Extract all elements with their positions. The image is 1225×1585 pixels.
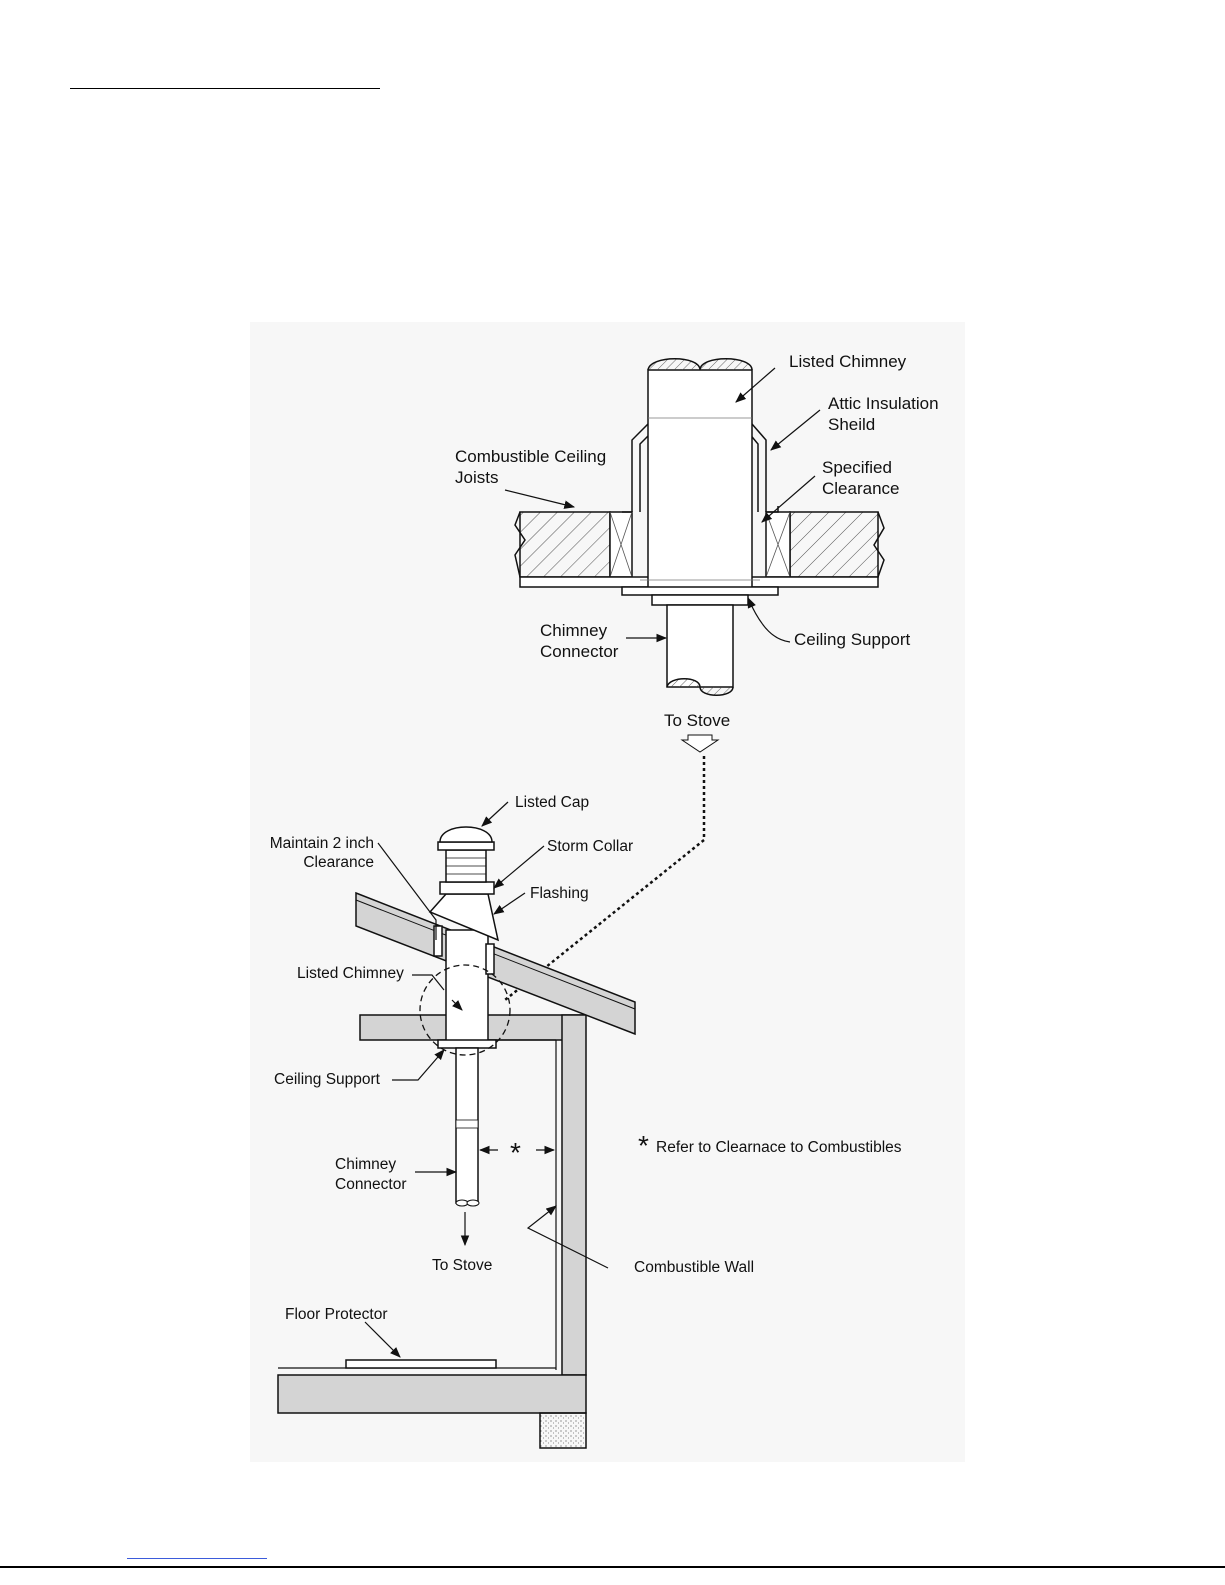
detail-view <box>504 358 885 753</box>
label-ceiling-support-detail: Ceiling Support <box>794 630 911 649</box>
label-maintain-clearance-2: Clearance <box>303 854 374 871</box>
label-maintain-clearance: Maintain 2 inch <box>270 835 374 852</box>
label-chimney-connector-detail-2: Connector <box>540 642 619 661</box>
label-listed-chimney-overview: Listed Chimney <box>297 965 404 982</box>
ceiling-joist-right <box>765 511 885 578</box>
label-ceiling-joists-2: Joists <box>455 468 498 487</box>
detail-callout-line <box>504 756 706 1001</box>
label-storm-collar: Storm Collar <box>547 838 633 855</box>
label-listed-cap: Listed Cap <box>515 794 589 811</box>
bottom-rule <box>0 1566 1225 1568</box>
label-specified-clearance-2: Clearance <box>822 479 900 498</box>
label-ceiling-support-overview: Ceiling Support <box>274 1071 381 1088</box>
label-ceiling-joists: Combustible Ceiling <box>455 447 606 466</box>
clearance-star: * <box>510 1137 521 1168</box>
overview-view <box>277 801 636 1449</box>
label-specified-clearance: Specified <box>822 458 892 477</box>
label-attic-insulation: Attic Insulation <box>828 394 939 413</box>
label-to-stove-detail: To Stove <box>664 711 730 730</box>
label-chimney-connector-detail: Chimney <box>540 621 608 640</box>
top-rule <box>70 88 380 89</box>
footer-link-underline <box>127 1558 267 1559</box>
label-to-stove-overview: To Stove <box>432 1257 492 1274</box>
note-star: * <box>638 1130 649 1161</box>
label-chimney-connector-overview: Chimney <box>335 1156 396 1173</box>
label-attic-insulation-2: Sheild <box>828 415 875 434</box>
label-chimney-connector-overview-2: Connector <box>335 1176 407 1193</box>
label-clearance-note: Refer to Clearnace to Combustibles <box>656 1139 902 1156</box>
label-combustible-wall: Combustible Wall <box>634 1259 754 1276</box>
label-floor-protector: Floor Protector <box>285 1306 388 1323</box>
label-listed-chimney-detail: Listed Chimney <box>789 352 907 371</box>
label-flashing: Flashing <box>530 885 589 902</box>
ceiling-joist-left <box>514 511 633 578</box>
